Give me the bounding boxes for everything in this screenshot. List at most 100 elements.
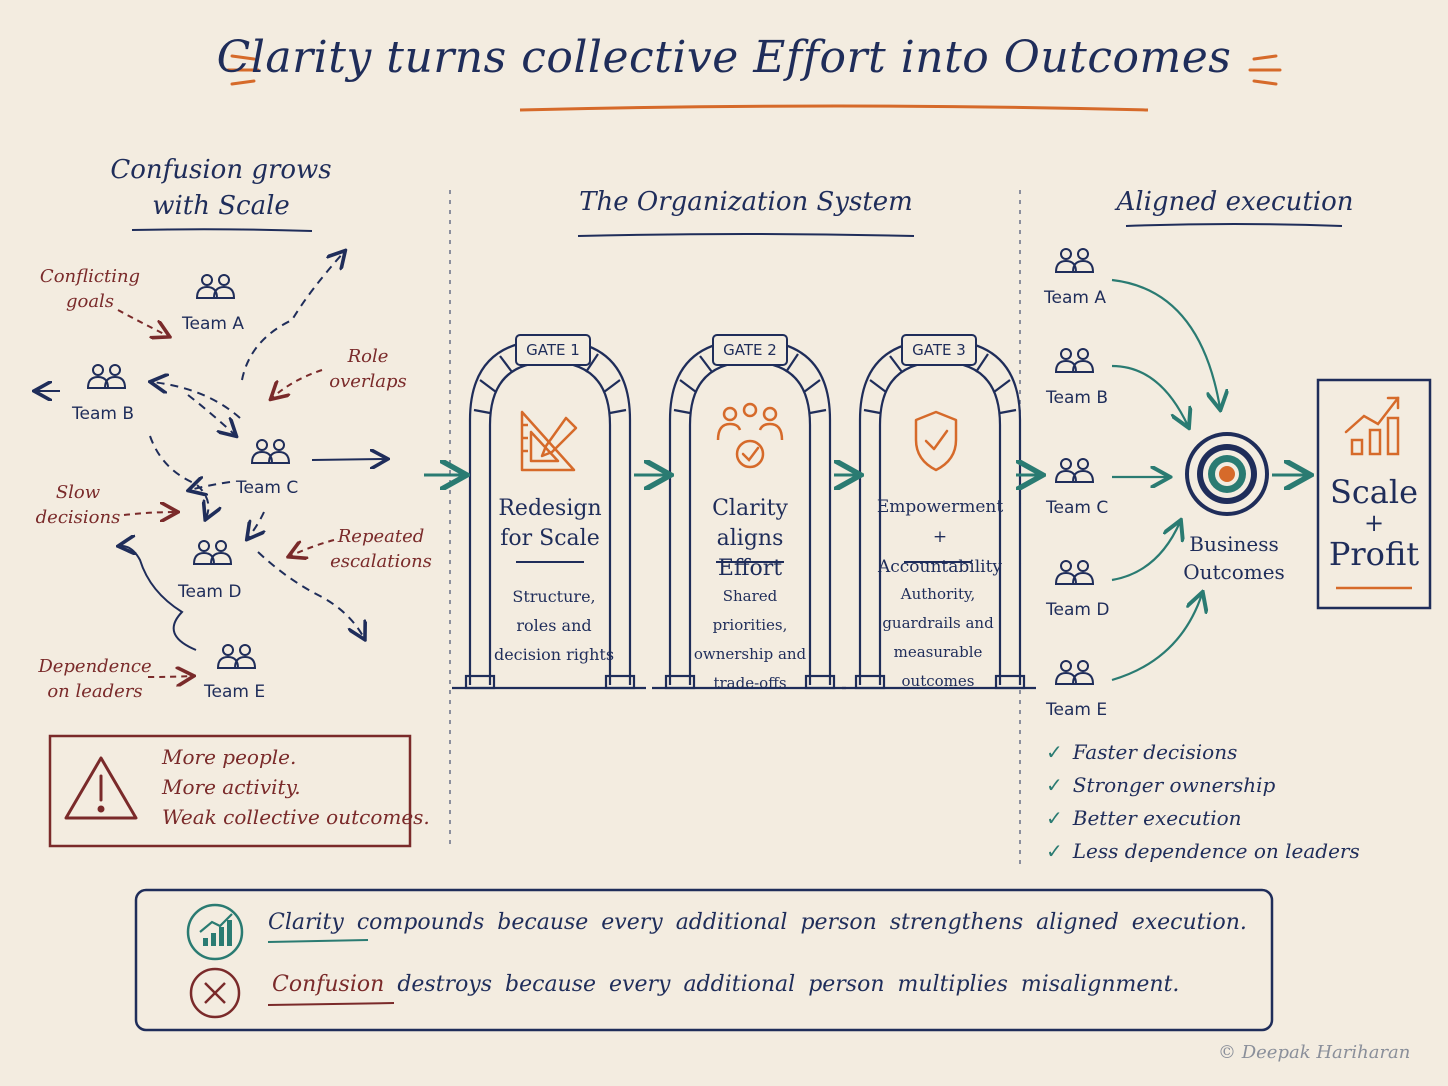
gate-1-title-line2: for Scale — [500, 526, 600, 551]
note-arrow-conflicting — [117, 309, 168, 336]
growth-circle-icon — [186, 903, 244, 961]
note-dependence-on-leaders: Dependence on leaders — [36, 654, 154, 704]
right-team-c-icon — [1055, 458, 1094, 483]
note-role-line2: overlaps — [329, 371, 407, 392]
arrow-team-c-out — [311, 459, 386, 460]
right-team-e-label: Team E — [1046, 700, 1108, 720]
team-a-icon — [196, 274, 235, 299]
gate-2-title-line2: aligns Effort — [716, 526, 784, 581]
result-line3: Profit — [1328, 535, 1420, 573]
middle-heading: The Organization System — [579, 187, 913, 217]
growth-chart-icon — [1344, 396, 1400, 456]
note-slow-line2: decisions — [35, 507, 121, 528]
arrow-team-e-squiggle — [120, 546, 197, 651]
checklist-item-label: Less dependence on leaders — [1072, 839, 1360, 863]
right-team-b-icon — [1055, 348, 1094, 373]
right-team-d-label: Team D — [1046, 600, 1110, 620]
note-arrow-dependence — [147, 676, 192, 677]
checklist-item: ✓Faster decisions — [1046, 736, 1360, 769]
people-check-icon — [716, 402, 784, 469]
shield-check-icon — [914, 410, 958, 472]
gate-2-desc-line2: ownership and — [693, 645, 807, 663]
note-arrow-repeated — [290, 539, 335, 556]
right-heading-underline — [1125, 223, 1343, 227]
gate-3-tag-box — [901, 334, 977, 366]
gate-2-desc-line1: Shared priorities, — [712, 587, 788, 634]
gate-3-tag: GATE 3 — [912, 341, 966, 359]
business-outcomes-line2: Outcomes — [1183, 560, 1285, 584]
bottom-box — [134, 888, 1274, 1032]
note-arrow-slow — [123, 512, 176, 515]
team-b-label: Team B — [72, 404, 134, 424]
team-c-icon — [251, 439, 290, 464]
note-arrow-role — [272, 369, 323, 398]
checklist-item: ✓ Less dependence on leaders — [1046, 835, 1360, 868]
gate-2-description: Shared priorities, ownership and trade-o… — [688, 582, 812, 698]
gate-3-title: Empowerment + Accountability — [874, 492, 1006, 582]
gate-1-desc-line3: decision rights — [493, 645, 615, 664]
right-team-c-label: Team C — [1046, 498, 1109, 518]
gate-1-desc-line2: roles and — [516, 616, 592, 635]
clarity-statement: Clarity compounds because every addition… — [268, 910, 1258, 935]
note-conflicting-line1: Conflicting — [39, 266, 141, 287]
clarity-word: Clarity — [268, 910, 344, 935]
note-slow-decisions: Slow decisions — [28, 480, 128, 530]
title-flourish-right — [1248, 54, 1282, 86]
right-team-a-label: Team A — [1044, 288, 1106, 308]
middle-heading-underline — [577, 233, 915, 237]
credit: © Deepak Hariharan — [1218, 1042, 1411, 1063]
target-icon — [1185, 432, 1269, 516]
checklist-item: ✓Better execution — [1046, 802, 1360, 835]
checklist-item: ✓Stronger ownership — [1046, 769, 1360, 802]
gate-3-desc-line1: Authority, — [900, 585, 976, 603]
confusion-underline — [267, 1002, 395, 1006]
note-conflicting-goals: Conflicting goals — [30, 264, 150, 314]
confusion-statement: Confusion destroys because every additio… — [272, 972, 1262, 997]
gate-2-title: Clarity aligns Effort — [692, 494, 808, 584]
right-team-d-icon — [1055, 560, 1094, 585]
team-d-icon — [193, 540, 232, 565]
result-box — [1316, 378, 1432, 610]
warning-line2: More activity. — [162, 775, 301, 799]
gate-1-title-line1: Redesign — [498, 496, 602, 521]
team-b-icon — [87, 364, 126, 389]
left-heading-line2: with Scale — [152, 191, 290, 221]
note-role-line1: Role — [347, 346, 389, 367]
result-text: Scale + Profit — [1318, 474, 1430, 572]
note-role-overlaps: Role overlaps — [318, 344, 418, 394]
gate-1-tag-box — [515, 334, 591, 366]
title-flourish-left — [226, 54, 260, 86]
clarity-rest: compounds because every additional perso… — [356, 910, 1247, 935]
gate-3-desc-line2: guardrails and — [882, 614, 994, 632]
warning-box — [48, 734, 412, 848]
warning-line3: Weak collective outcomes. — [162, 805, 430, 829]
gate-2-title-line1: Clarity — [712, 496, 788, 521]
business-outcomes-line1: Business — [1189, 532, 1279, 556]
checklist-item-label: Stronger ownership — [1072, 773, 1276, 797]
gate-1-tag: GATE 1 — [526, 341, 580, 359]
gate-2-tag: GATE 2 — [723, 341, 777, 359]
note-repeated-line2: escalations — [330, 551, 432, 572]
warning-line1: More people. — [162, 745, 297, 769]
gate-3-title-line1: Empowerment — [876, 497, 1004, 517]
right-team-a-icon — [1055, 248, 1094, 273]
left-heading: Confusion grows with Scale — [96, 152, 346, 224]
clarity-underline — [267, 939, 369, 943]
note-dependence-line2: on leaders — [47, 681, 143, 702]
chaos-arrows — [150, 252, 364, 638]
confusion-rest: destroys because every additional person… — [397, 972, 1180, 997]
note-conflicting-line2: goals — [65, 291, 115, 312]
team-c-label: Team C — [236, 478, 299, 498]
close-circle-icon — [189, 967, 241, 1019]
converge-arrows — [1111, 278, 1220, 682]
team-a-label: Team A — [182, 314, 244, 334]
result-line1: Scale — [1329, 473, 1419, 511]
gate-3-desc-line4: outcomes — [901, 672, 975, 690]
checklist: ✓Faster decisions ✓Stronger ownership ✓B… — [1046, 736, 1360, 868]
check-icon: ✓ — [1046, 839, 1063, 863]
note-dependence-line1: Dependence — [38, 656, 152, 677]
business-outcomes-label: Business Outcomes — [1172, 530, 1296, 586]
title-underline — [519, 104, 1149, 112]
team-e-icon — [217, 644, 256, 669]
